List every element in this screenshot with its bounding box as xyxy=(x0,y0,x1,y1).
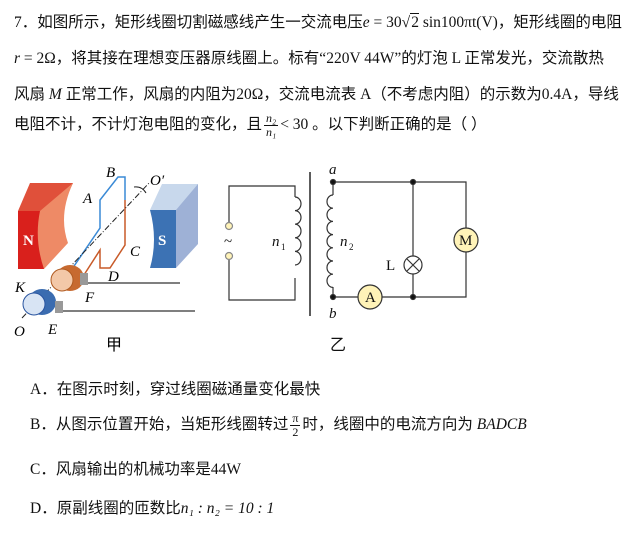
label-n: N xyxy=(23,233,34,249)
text: 电阻不计，不计灯泡电阻的变化，且 xyxy=(14,116,263,134)
slip-ring-face xyxy=(22,292,46,316)
label-n2-sub: 2 xyxy=(349,242,354,252)
junction xyxy=(409,178,417,186)
label-d: D xyxy=(107,269,119,285)
label-c: C xyxy=(130,244,141,260)
option-b-text: B．从图示位置开始，当矩形线圈转过 xyxy=(30,416,289,434)
formula-eq: = 30 xyxy=(369,14,402,31)
junction xyxy=(409,293,417,301)
fraction-numerator: π xyxy=(290,411,301,426)
generator-diagram: B A O′ C D K F O E N S 甲 xyxy=(14,165,198,354)
question-number: 7． xyxy=(14,14,38,31)
fan-motor-m xyxy=(453,227,479,253)
s-magnet-side xyxy=(176,184,198,268)
primary-wire-bottom xyxy=(228,258,296,301)
label-s: S xyxy=(158,233,166,249)
formula-e: e xyxy=(362,14,370,31)
label-e: E xyxy=(47,322,57,338)
label-n2: n xyxy=(340,234,348,250)
label-n1-sub: 1 xyxy=(281,242,286,252)
transformer-circuit xyxy=(224,172,479,316)
formula-sqrt: 2 xyxy=(410,13,419,31)
coil-blue-side xyxy=(69,176,126,273)
option-d-ratio: n₁ : n₂ = 10 : 1 xyxy=(180,500,275,517)
lamp-cross-icon xyxy=(406,258,420,272)
label-k: K xyxy=(14,280,26,296)
text: < 30 。以下判断正确的是（ ） xyxy=(280,116,487,134)
fraction-numerator: n₂ xyxy=(264,111,279,126)
label-o: O xyxy=(14,324,25,340)
label-n1: n xyxy=(272,234,280,250)
option-d-text: D．原副线圈的匝数比 xyxy=(30,500,181,517)
rotation-arrow xyxy=(133,186,147,194)
text: 正常工作，风扇的内阻为20Ω，交流电流表 A（不考虑内阻）的示数为0.4A，导线 xyxy=(61,86,619,103)
label-b: B xyxy=(106,165,115,181)
n-pole-face xyxy=(37,183,73,269)
option-c-text: C．风扇输出的机械功率是44W xyxy=(30,461,241,478)
brush-f xyxy=(80,273,88,285)
primary-wire-top xyxy=(228,185,296,230)
ammeter-a xyxy=(357,284,383,310)
formula-r: r xyxy=(14,50,21,67)
brush-e xyxy=(55,301,63,313)
s-pole-face xyxy=(150,210,176,268)
slip-ring-face xyxy=(50,268,74,292)
secondary-coil xyxy=(326,194,334,288)
caption-jia: 甲 xyxy=(106,337,122,354)
coil-orange-side xyxy=(81,200,126,279)
caption-yi: 乙 xyxy=(330,337,346,354)
label-ammeter: A xyxy=(365,290,376,306)
label-f: F xyxy=(84,290,95,306)
option-b-path: BADCB xyxy=(476,416,527,434)
question-line-1: 7．如图所示，矩形线圈切割磁感线产生一交流电压e = 30√2 sin100πt… xyxy=(14,13,622,31)
label-a: A xyxy=(82,191,93,207)
label-b-node: b xyxy=(329,306,337,322)
label-l: L xyxy=(386,258,395,274)
option-d[interactable]: D．原副线圈的匝数比n₁ : n₂ = 10 : 1 xyxy=(30,496,274,518)
fraction-denominator: 2 xyxy=(292,425,299,439)
node-b xyxy=(329,293,337,301)
secondary-wire-bottom xyxy=(332,287,358,298)
ac-source-symbol: ~ xyxy=(224,234,232,250)
question-line-3: 风扇 M 正常工作，风扇的内阻为20Ω，交流电流表 A（不考虑内阻）的示数为0.… xyxy=(14,82,619,104)
secondary-wire-top xyxy=(332,181,467,228)
rotation-axis xyxy=(21,181,151,319)
text: 风扇 xyxy=(14,86,49,103)
formula-rest: sin100πt(V) xyxy=(418,14,498,31)
figure: B A O′ C D K F O E N S 甲 xyxy=(14,162,479,354)
terminal-top xyxy=(224,221,234,231)
label-o-prime: O′ xyxy=(150,173,165,189)
symbol-m: M xyxy=(48,86,62,103)
terminal-bottom xyxy=(224,251,234,261)
question-line-2: r = 2Ω，将其接在理想变压器原线圈上。标有“220V 44W”的灯泡 L 正… xyxy=(14,46,604,68)
primary-coil xyxy=(294,196,302,266)
option-c[interactable]: C．风扇输出的机械功率是44W xyxy=(30,457,241,479)
fraction-denominator: n₁ xyxy=(266,125,277,139)
lamp-l xyxy=(403,255,423,275)
option-a-text: A．在图示时刻，穿过线圈磁通量变化最快 xyxy=(30,381,321,398)
text: 如图所示，矩形线圈切割磁感线产生一交流电压 xyxy=(37,14,363,31)
node-a xyxy=(329,178,337,186)
text: = 2Ω，将其接在理想变压器原线圈上。标有“220V 44W”的灯泡 L 正常发… xyxy=(20,50,604,67)
text: ，矩形线圈的电阻 xyxy=(497,14,622,31)
label-a-node: a xyxy=(329,162,337,178)
option-a[interactable]: A．在图示时刻，穿过线圈磁通量变化最快 xyxy=(30,377,320,399)
option-b-text-2: 时，线圈中的电流方向为 xyxy=(302,416,477,434)
label-m: M xyxy=(459,233,472,249)
